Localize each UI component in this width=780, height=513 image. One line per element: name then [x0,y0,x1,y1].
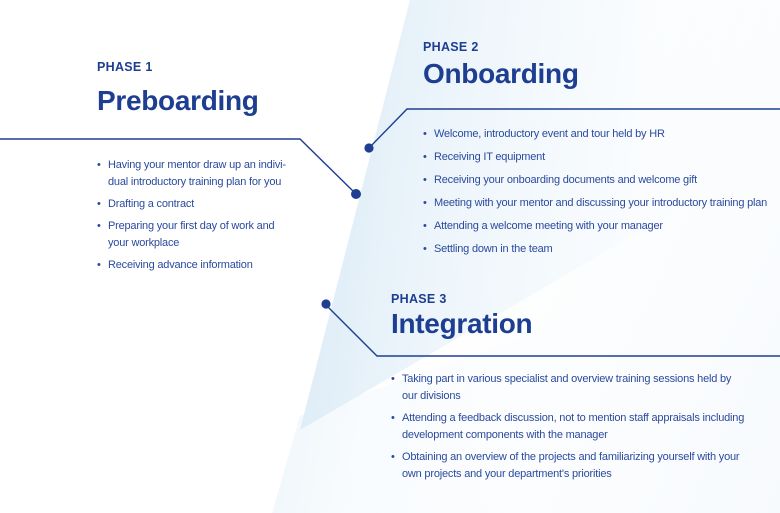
bullet-icon: • [97,259,101,271]
connector-dot-phase-3 [321,299,331,309]
list-item: •Receiving your onboarding documents and… [423,172,779,189]
list-item: •Having your mentor draw up an indivi- d… [97,157,323,191]
phase-1-bullet-list: •Having your mentor draw up an indivi- d… [97,157,323,279]
list-item: •Preparing your first day of work and yo… [97,218,323,252]
phase-3-title: Integration [391,308,533,339]
list-item: •Obtaining an overview of the projects a… [391,449,761,483]
list-item: •Settling down in the team [423,241,779,258]
list-item: •Receiving advance information [97,257,323,274]
phase-1-label: PHASE 1 [97,60,153,74]
phase-3-label: PHASE 3 [391,292,447,306]
phase-2-title: Onboarding [423,58,579,89]
phase-1-title: Preboarding [97,85,259,116]
bullet-icon: • [423,151,427,163]
phase-2-bullet-list: •Welcome, introductory event and tour he… [423,126,779,264]
list-item: •Welcome, introductory event and tour he… [423,126,779,143]
list-item: •Drafting a contract [97,196,323,213]
bullet-icon: • [423,243,427,255]
bullet-icon: • [423,174,427,186]
bullet-icon: • [97,159,101,171]
phase-2-section: PHASE 2 Onboarding [423,40,579,90]
connector-dot-phase-2 [364,143,374,153]
bullet-icon: • [391,412,395,424]
bullet-icon: • [97,220,101,232]
bullet-icon: • [423,220,427,232]
bullet-icon: • [391,451,395,463]
bullet-icon: • [391,373,395,385]
bullet-icon: • [97,198,101,210]
phase-3-bullet-list: •Taking part in various specialist and o… [391,371,761,488]
list-item: •Meeting with your mentor and discussing… [423,195,779,212]
list-item: •Taking part in various specialist and o… [391,371,761,405]
list-item: •Receiving IT equipment [423,149,779,166]
list-item: •Attending a welcome meeting with your m… [423,218,779,235]
connector-dot-phase-1 [351,189,361,199]
list-item: •Attending a feedback discussion, not to… [391,410,761,444]
bullet-icon: • [423,197,427,209]
phase-1-section: PHASE 1 Preboarding [97,60,259,117]
bullet-icon: • [423,128,427,140]
phase-3-section: PHASE 3 Integration [391,292,533,340]
phase-2-label: PHASE 2 [423,40,479,54]
